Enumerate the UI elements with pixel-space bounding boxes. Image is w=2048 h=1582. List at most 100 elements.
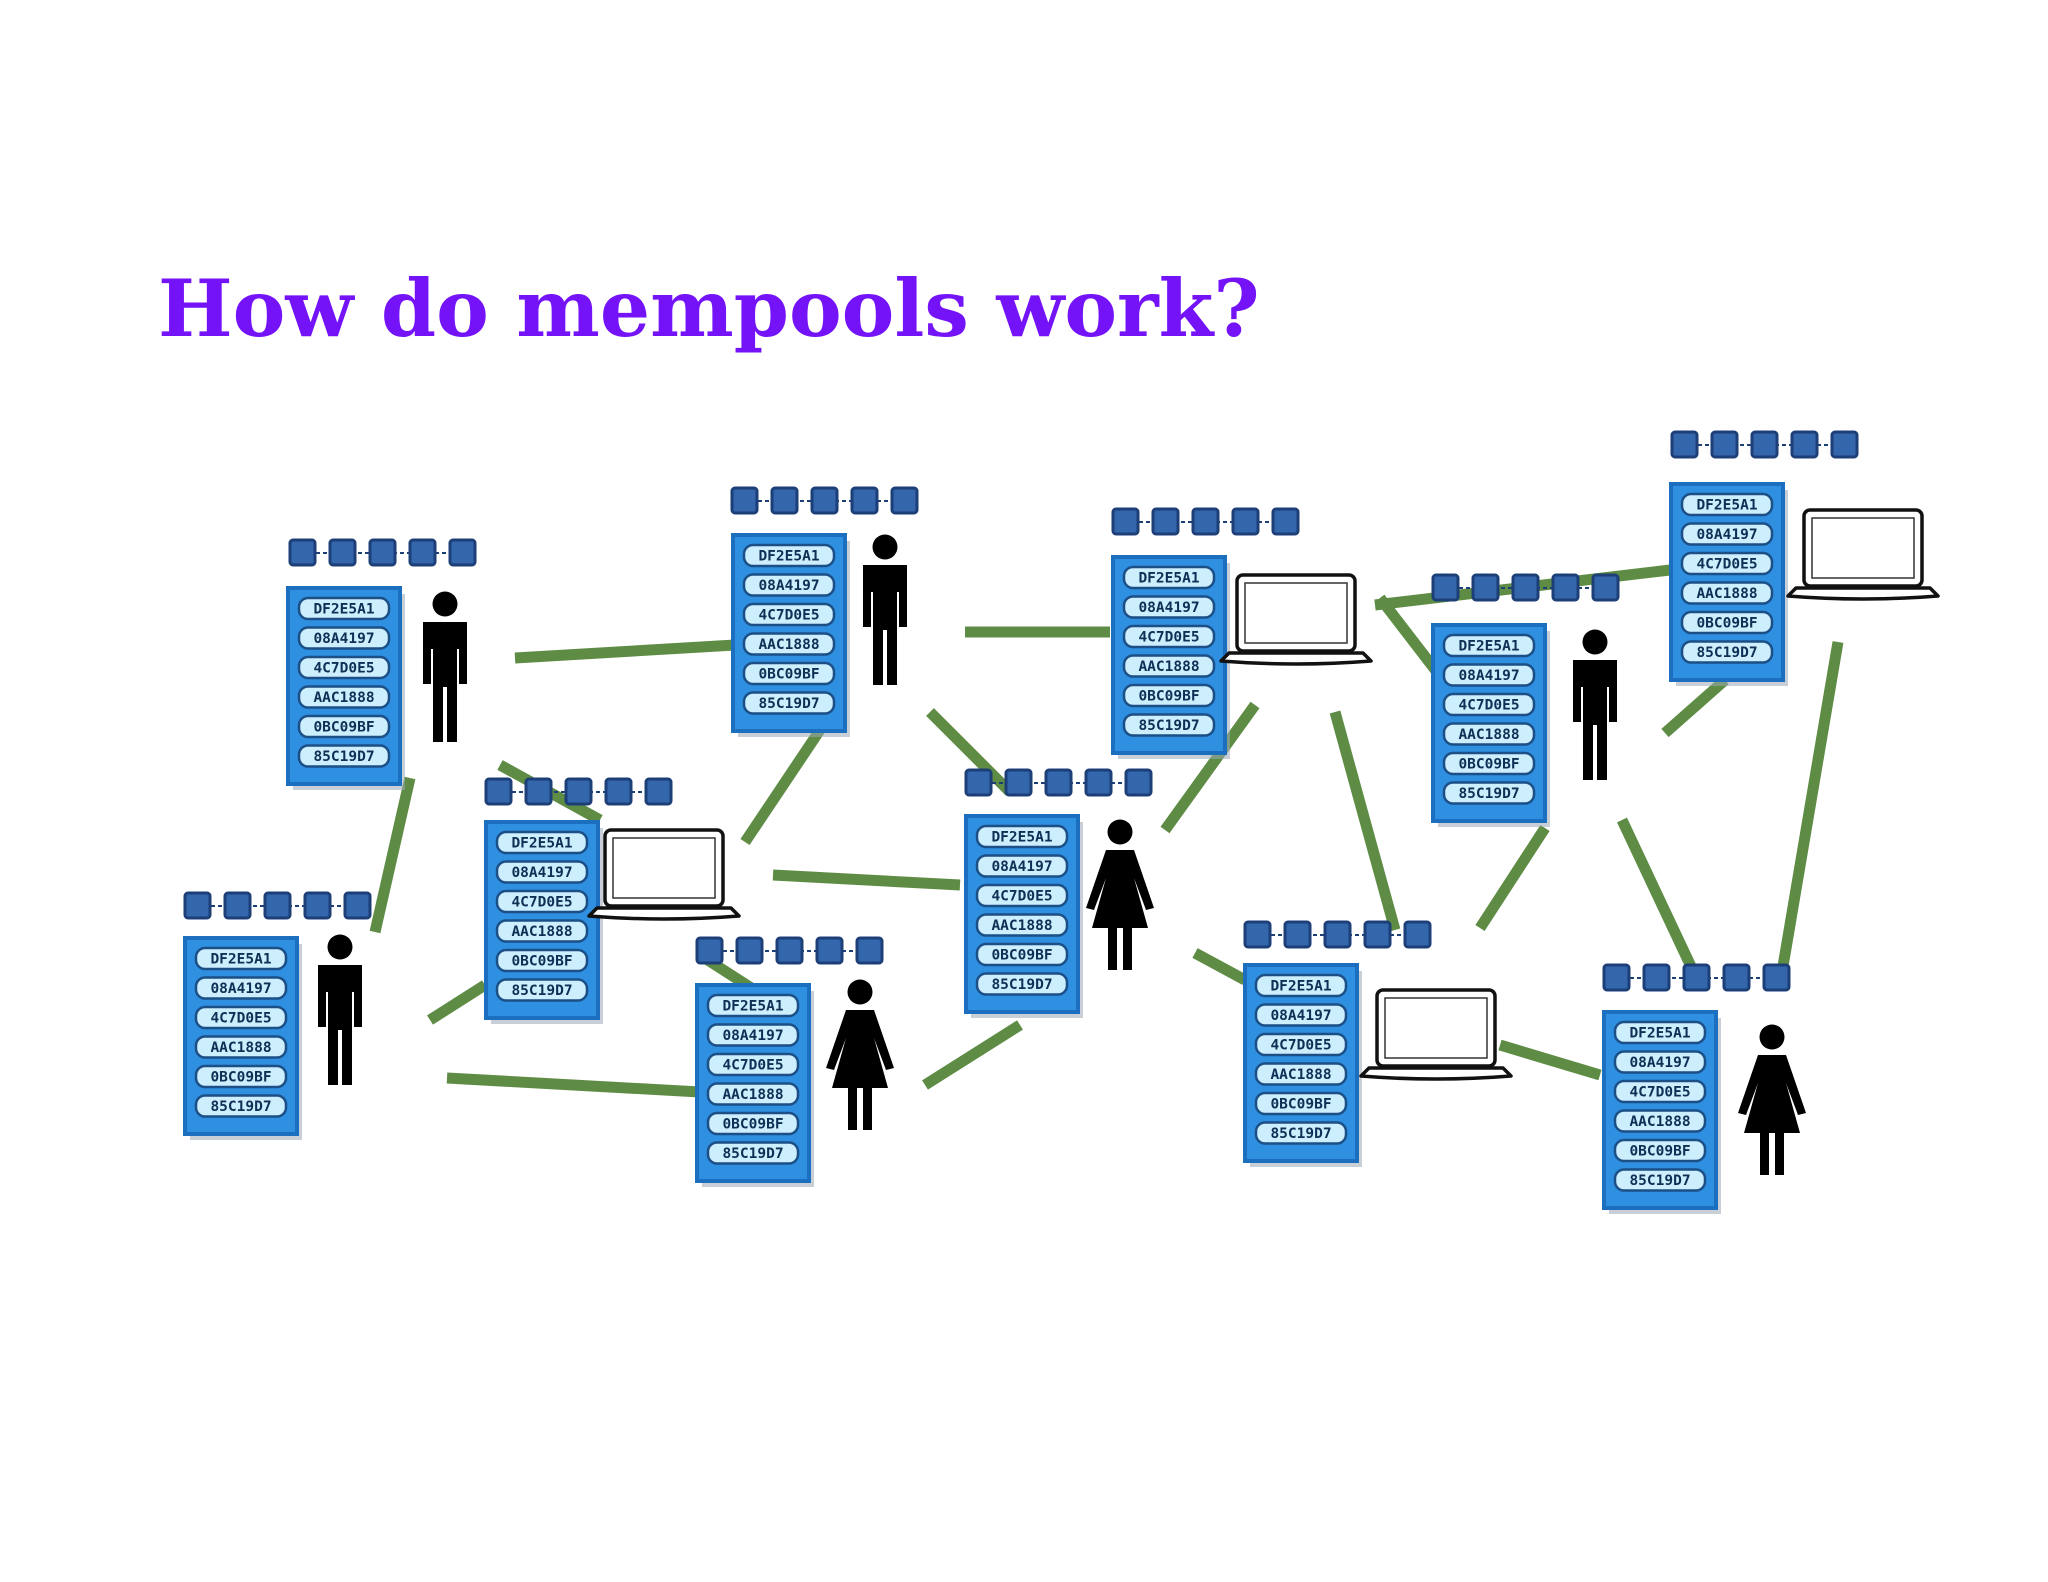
mempool-entry-text: DF2E5A1	[1458, 639, 1519, 655]
mempool-entry-text: 85C19D7	[1138, 718, 1199, 734]
mempool-entry-pill	[975, 972, 1069, 996]
man-icon	[863, 534, 907, 685]
mempool-entry-pill	[297, 596, 391, 621]
network-link	[1375, 594, 1445, 680]
mempool-entry-text: 85C19D7	[1629, 1173, 1690, 1189]
mempool-entry-text: 08A4197	[313, 631, 374, 647]
mempool-entry-pill	[495, 889, 589, 914]
mempool-entry-pill	[297, 714, 391, 739]
blockchain-icon	[1602, 963, 1791, 992]
mempool-entry-pill	[1122, 624, 1216, 649]
node-8: DF2E5A108A41974C7D0E5AAC18880BC09BF85C19…	[695, 936, 894, 1187]
mempool-entry-pill	[495, 830, 589, 855]
mempool-box: DF2E5A108A41974C7D0E5AAC18880BC09BF85C19…	[731, 533, 850, 737]
network-link	[1617, 817, 1700, 978]
mempool-entry-text: 08A4197	[1270, 1008, 1331, 1024]
mempool-entry-pill	[1122, 683, 1216, 708]
mempool-entry-pill	[1122, 713, 1216, 737]
mempool-entry-text: 0BC09BF	[991, 948, 1052, 964]
mempool-entry-pill	[297, 685, 391, 709]
laptop-icon	[1359, 988, 1513, 1081]
mempool-box: DF2E5A108A41974C7D0E5AAC18880BC09BF85C19…	[964, 814, 1083, 1018]
mempool-entry-pill	[1254, 1091, 1348, 1116]
mempool-entry-pill	[194, 1005, 288, 1030]
blockchain-icon	[1111, 507, 1300, 536]
network-link	[1776, 641, 1844, 973]
mempool-entry-text: DF2E5A1	[210, 952, 271, 968]
mempool-entry-pill	[1442, 781, 1536, 805]
mempool-entry-text: 85C19D7	[991, 977, 1052, 993]
mempool-entry-text: DF2E5A1	[758, 549, 819, 565]
mempool-entry-text: 08A4197	[1138, 600, 1199, 616]
blockchain-icon	[484, 777, 673, 806]
blockchain-icon	[183, 891, 372, 920]
mempool-entry-text: 0BC09BF	[722, 1117, 783, 1133]
mempool-entry-pill	[1613, 1079, 1707, 1104]
mempool-entry-text: 85C19D7	[1458, 786, 1519, 802]
page-title: How do mempools work?	[158, 262, 1260, 355]
mempool-entry-pill	[706, 1023, 800, 1047]
mempool-entry-text: AAC1888	[511, 924, 572, 940]
mempool-entry-text: 85C19D7	[511, 983, 572, 999]
mempool-entry-pill	[495, 860, 589, 884]
mempool-entry-pill	[742, 661, 836, 686]
mempool-entry-text: 85C19D7	[210, 1099, 271, 1115]
mempool-entry-text: DF2E5A1	[313, 602, 374, 618]
network-link	[772, 869, 961, 891]
woman-icon	[1086, 819, 1154, 970]
mempool-entry-pill	[297, 744, 391, 768]
mempool-entry-text: 85C19D7	[1696, 645, 1757, 661]
mempool-entry-pill	[194, 1035, 288, 1059]
mempool-entry-pill	[1442, 751, 1536, 776]
node-6: DF2E5A108A41974C7D0E5AAC18880BC09BF85C19…	[183, 891, 372, 1140]
mempool-entry-text: 0BC09BF	[758, 667, 819, 683]
mempool-entry-pill	[297, 655, 391, 680]
mempool-entry-pill	[742, 602, 836, 627]
woman-icon	[1738, 1024, 1806, 1175]
mempool-entry-pill	[194, 976, 288, 1000]
mempool-box: DF2E5A108A41974C7D0E5AAC18880BC09BF85C19…	[1431, 623, 1550, 827]
mempool-entry-pill	[1254, 1003, 1348, 1027]
mempool-entry-pill	[975, 913, 1069, 937]
mempool-entry-text: DF2E5A1	[722, 999, 783, 1015]
mempool-entry-pill	[194, 946, 288, 971]
network-link	[1329, 710, 1401, 932]
mempool-entry-pill	[1613, 1168, 1707, 1192]
mempool-entry-text: 08A4197	[1458, 668, 1519, 684]
mempool-box: DF2E5A108A41974C7D0E5AAC18880BC09BF85C19…	[183, 936, 302, 1140]
mempool-entry-text: 08A4197	[210, 981, 271, 997]
mempool-entry-pill	[1680, 522, 1774, 546]
blockchain-icon	[1670, 430, 1859, 459]
mempool-entry-pill	[706, 1111, 800, 1136]
laptop-icon	[1219, 573, 1373, 666]
mempool-entry-text: 08A4197	[722, 1028, 783, 1044]
mempool-entry-text: DF2E5A1	[1270, 979, 1331, 995]
mempool-entry-text: 4C7D0E5	[722, 1058, 783, 1074]
mempool-entry-text: DF2E5A1	[1629, 1026, 1690, 1042]
mempool-entry-pill	[706, 1141, 800, 1165]
mempool-entry-pill	[975, 883, 1069, 908]
mempool-entry-pill	[742, 632, 836, 656]
mempool-entry-text: 4C7D0E5	[758, 608, 819, 624]
mempool-entry-pill	[495, 978, 589, 1002]
network-link	[514, 639, 736, 664]
blockchain-icon	[1243, 920, 1432, 949]
mempool-box: DF2E5A108A41974C7D0E5AAC18880BC09BF85C19…	[484, 820, 603, 1024]
network-nodes: DF2E5A108A41974C7D0E5AAC18880BC09BF85C19…	[183, 430, 1940, 1214]
mempool-entry-pill	[1122, 654, 1216, 678]
mempool-entry-pill	[742, 573, 836, 597]
network-link	[1475, 825, 1550, 931]
network-link	[427, 980, 488, 1025]
mempool-entry-text: 85C19D7	[313, 749, 374, 765]
mempool-entry-text: 4C7D0E5	[1696, 557, 1757, 573]
mempool-entry-pill	[1254, 973, 1348, 998]
mempool-entry-text: 0BC09BF	[210, 1070, 271, 1086]
mempool-entry-text: 4C7D0E5	[991, 889, 1052, 905]
node-1: DF2E5A108A41974C7D0E5AAC18880BC09BF85C19…	[286, 538, 477, 790]
man-icon	[1573, 629, 1617, 780]
mempool-entry-text: AAC1888	[1696, 586, 1757, 602]
mempool-entry-pill	[1680, 581, 1774, 605]
mempool-entry-text: AAC1888	[1138, 659, 1199, 675]
mempool-entry-pill	[194, 1094, 288, 1118]
mempool-entry-text: 4C7D0E5	[511, 895, 572, 911]
